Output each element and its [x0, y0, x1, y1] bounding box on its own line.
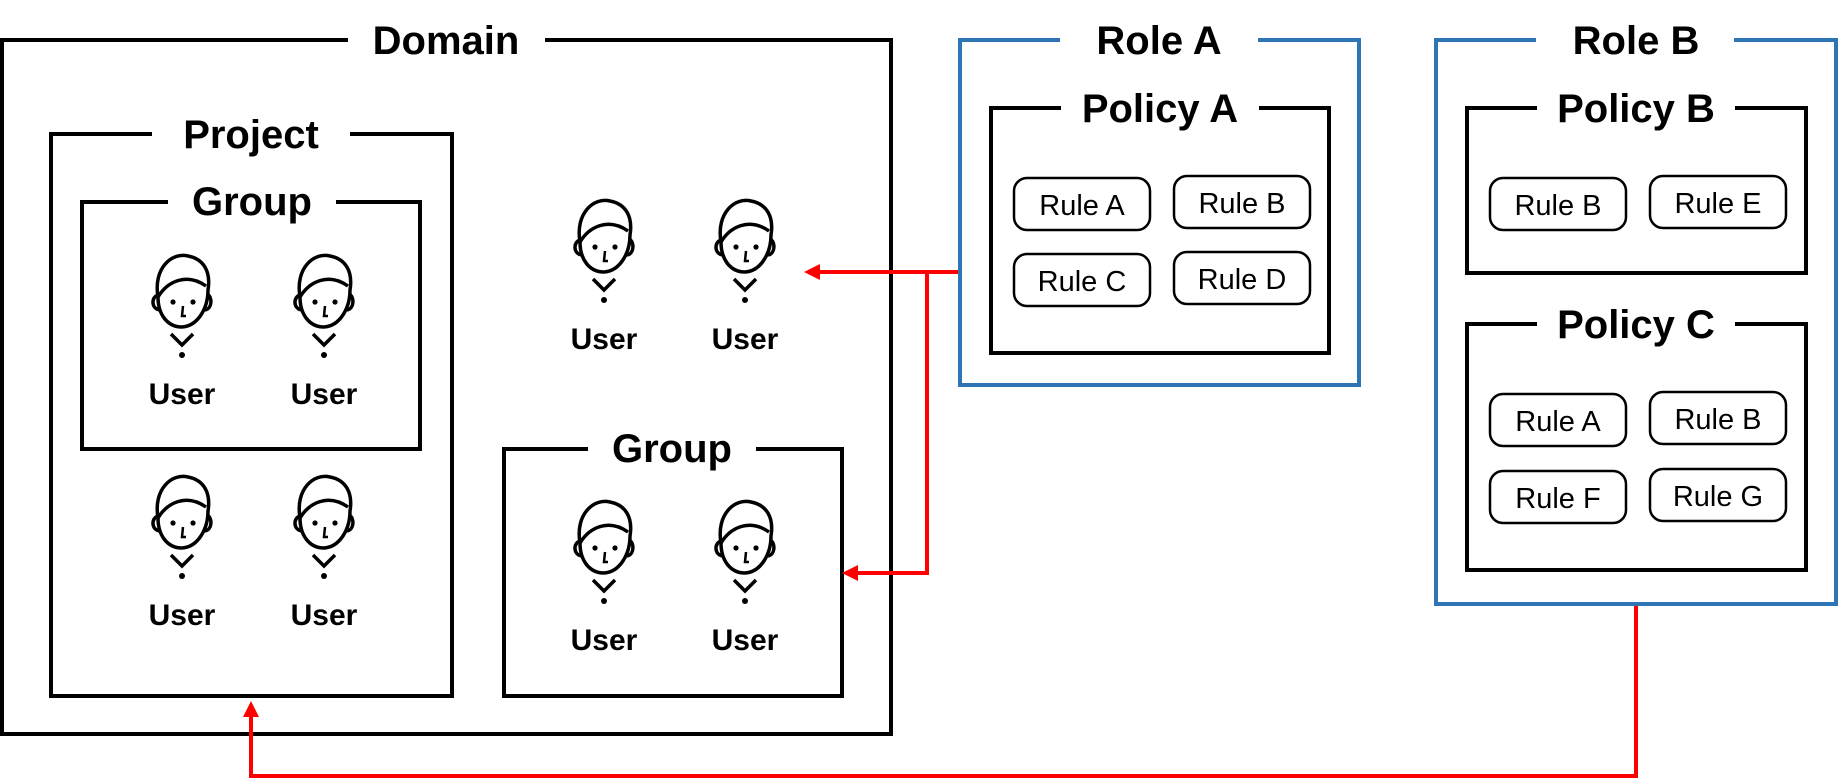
domain-frame: Domain: [0, 19, 893, 736]
project-title: Project: [183, 113, 319, 157]
policy-c-title: Policy C: [1557, 303, 1715, 347]
user-icon: [714, 198, 776, 305]
user-card: User: [291, 474, 358, 632]
user-card: User: [571, 198, 638, 356]
policy-b-frame: Policy B: [1465, 87, 1808, 275]
user-label: User: [291, 378, 358, 411]
role-b-assignment-arrow: [243, 606, 1638, 778]
rule-pill: Rule A: [1012, 176, 1152, 232]
rule-label: Rule A: [1039, 190, 1125, 222]
user-card: User: [712, 198, 779, 356]
user-label: User: [149, 378, 216, 411]
role-a-assignment-arrow: [804, 264, 958, 581]
rule-pill: Rule B: [1488, 176, 1628, 232]
rule-label: Rule A: [1515, 406, 1601, 438]
user-icon: [151, 474, 213, 581]
domain-title: Domain: [373, 19, 520, 63]
user-card: User: [291, 253, 358, 411]
role-b-frame: Role B: [1434, 19, 1838, 606]
rule-label: Rule D: [1198, 264, 1287, 296]
user-label: User: [291, 599, 358, 632]
user-icon: [293, 253, 355, 360]
project-frame: Project: [49, 113, 454, 698]
user-card: User: [712, 499, 779, 657]
policy-b-title: Policy B: [1557, 87, 1715, 131]
user-icon: [573, 499, 635, 606]
user-label: User: [712, 624, 779, 657]
rule-pill: Rule B: [1648, 390, 1788, 446]
role-b-title: Role B: [1573, 19, 1700, 63]
rule-pill: Rule F: [1488, 469, 1628, 525]
user-card: User: [571, 499, 638, 657]
user-icon: [293, 474, 355, 581]
arrowhead-icon: [804, 264, 820, 280]
role-a-frame: Role A: [958, 19, 1361, 387]
user-label: User: [149, 599, 216, 632]
rule-label: Rule E: [1674, 188, 1761, 220]
rule-pill: Rule C: [1012, 252, 1152, 308]
rule-pill: Rule D: [1172, 250, 1312, 306]
policy-c-frame: Policy C: [1465, 303, 1808, 572]
user-icon: [151, 253, 213, 360]
user-label: User: [571, 624, 638, 657]
rule-label: Rule B: [1198, 188, 1285, 220]
rule-pill: Rule G: [1648, 467, 1788, 523]
arrowhead-icon: [842, 565, 858, 581]
user-icon: [714, 499, 776, 606]
rule-label: Rule C: [1038, 266, 1127, 298]
user-card: User: [149, 474, 216, 632]
rule-label: Rule F: [1515, 483, 1600, 515]
rule-pill: Rule A: [1488, 392, 1628, 448]
rule-label: Rule B: [1514, 190, 1601, 222]
user-card: User: [149, 253, 216, 411]
domain-group-frame: Group: [502, 427, 844, 698]
user-label: User: [571, 323, 638, 356]
project-group-title: Group: [192, 180, 312, 224]
user-icon: [573, 198, 635, 305]
arrowhead-icon: [243, 701, 259, 717]
user-label: User: [712, 323, 779, 356]
rule-label: Rule B: [1674, 404, 1761, 436]
policy-a-frame: Policy A: [989, 87, 1331, 355]
rule-pill: Rule B: [1172, 174, 1312, 230]
domain-group-title: Group: [612, 427, 732, 471]
rule-pill: Rule E: [1648, 174, 1788, 230]
project-group-frame: Group: [80, 180, 422, 451]
role-a-title: Role A: [1096, 19, 1221, 63]
policy-a-title: Policy A: [1082, 87, 1238, 131]
rule-label: Rule G: [1673, 481, 1763, 513]
